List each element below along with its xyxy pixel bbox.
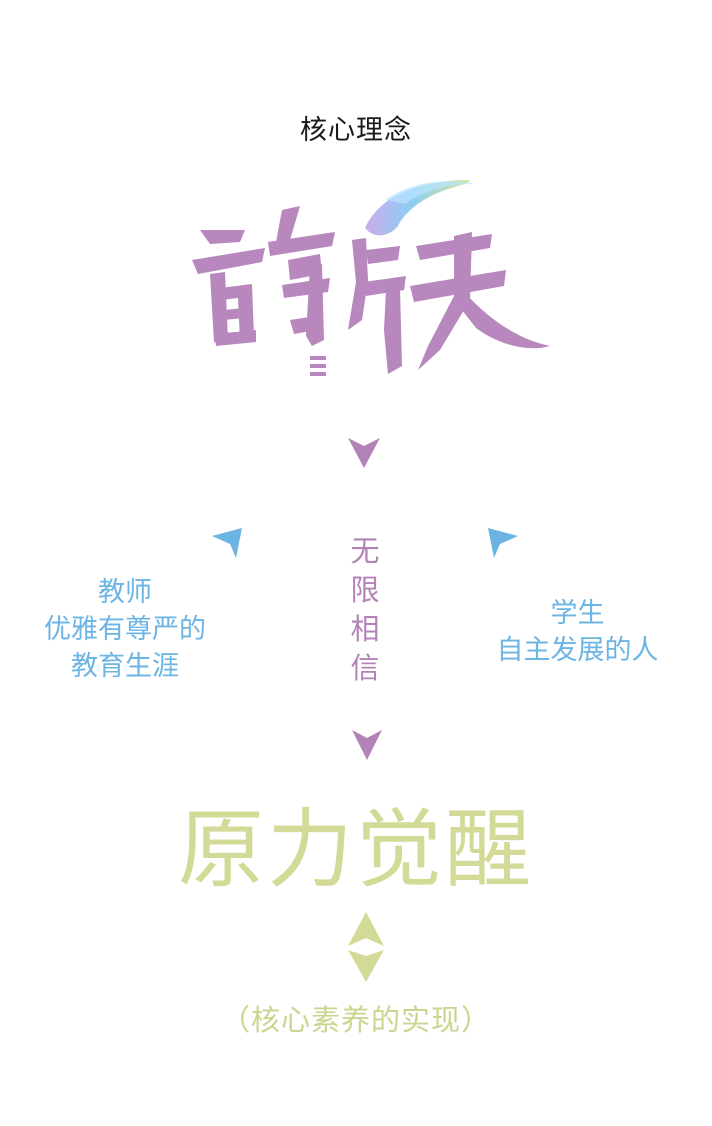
- teacher-line: 优雅有尊严的: [44, 614, 206, 645]
- main-concept: 原力觉醒: [178, 800, 534, 900]
- center-char: 限: [350, 573, 380, 607]
- double-triangle-icon: [348, 912, 384, 982]
- student-line: 自主发展的人: [496, 635, 659, 666]
- arrow-right-down-icon: [488, 528, 518, 558]
- arrow-down-icon: [348, 438, 380, 468]
- teacher-line: 教育生涯: [71, 651, 179, 682]
- center-char: 信: [350, 651, 380, 685]
- sub-concept: （核心素养的实现）: [220, 1003, 491, 1037]
- page-title: 核心理念: [300, 115, 412, 146]
- center-char: 无: [350, 534, 380, 568]
- arrow-down-icon: [352, 730, 382, 760]
- center-char: 相: [350, 612, 380, 646]
- student-heading: 学生: [550, 598, 605, 629]
- teacher-block: 教师 优雅有尊严的 教育生涯: [20, 574, 230, 685]
- teacher-heading: 教师: [98, 577, 152, 608]
- student-block: 学生 自主发展的人: [470, 595, 685, 669]
- center-belief-label: 无 限 相 信: [340, 532, 390, 688]
- calligraphy-logo: [192, 180, 550, 376]
- arrow-left-down-icon: [212, 528, 242, 558]
